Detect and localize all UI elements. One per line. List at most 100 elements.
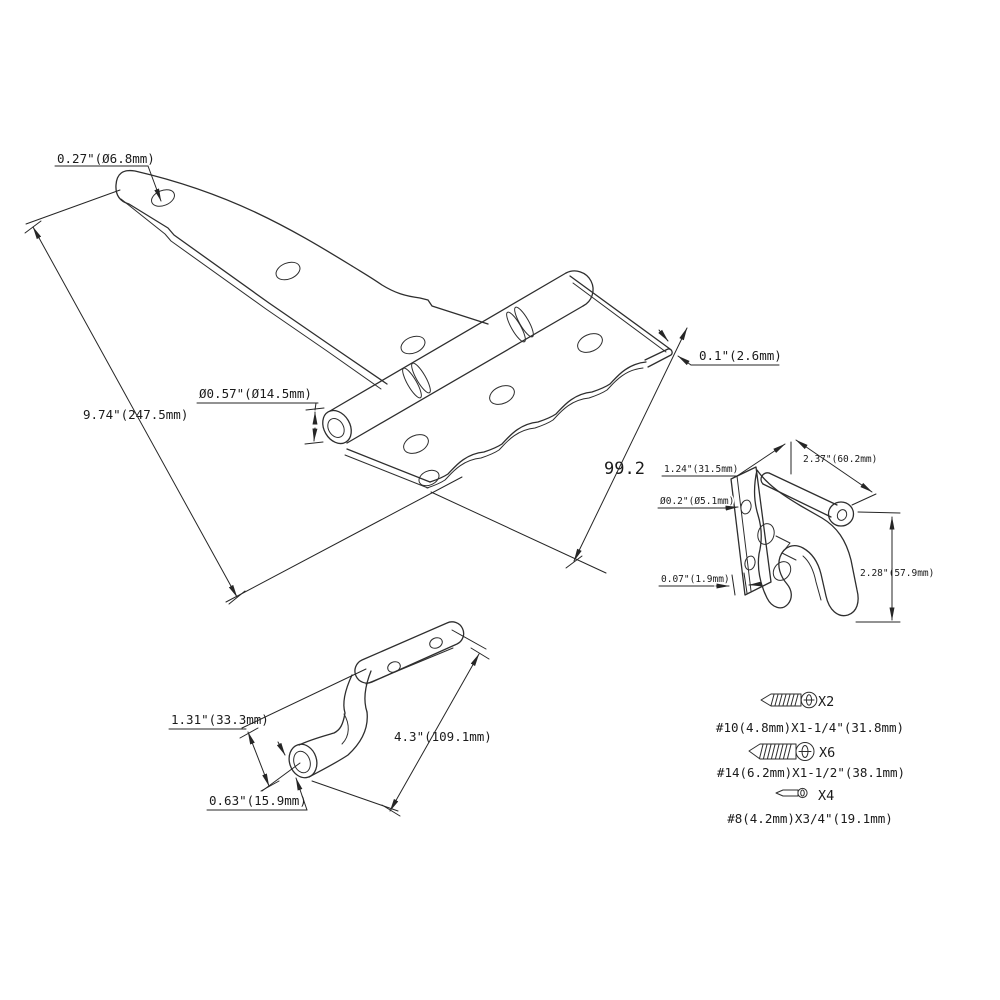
dim-ext-hinge-length-top [25, 189, 121, 225]
screw-set: X2 #10(4.8mm)X1-1/4"(31.8mm) X6 #14(6.2m… [714, 691, 907, 828]
scalloped-plate [344, 275, 673, 489]
handle-bar-hole-right [429, 637, 443, 649]
plate-holes [403, 333, 603, 487]
latch-plate-hole-top [740, 499, 752, 515]
dim-line-latch-arm [795, 439, 873, 493]
handle-rod [288, 670, 372, 779]
screw-large-head [800, 691, 818, 709]
dim-leader-tube-diameter [295, 777, 308, 811]
latch-plate-outline [730, 466, 772, 596]
screw-small-shaft [775, 789, 799, 797]
latch-body [753, 469, 859, 617]
tube-end-outer [288, 743, 318, 779]
plate-hole-4 [418, 469, 440, 487]
latch-hook-inner-line [802, 555, 822, 601]
barrel-near-cap [322, 409, 352, 445]
dim-arrow-thickness-lower [677, 355, 692, 366]
dim-tick-plate-width [565, 555, 583, 569]
strap-hole-inner [400, 335, 426, 355]
dim-leader-hinge-hole [147, 165, 162, 202]
plate-left-sliver [346, 448, 431, 483]
screw-small-icon [775, 787, 808, 799]
latch-dimensions: 1.24"(31.5mm) 2.37"(60.2mm) Ø0.2"(Ø5.1mm… [657, 439, 936, 623]
latch-plate-hole-bottom [744, 555, 756, 571]
latch-body-outline [753, 469, 859, 617]
dim-line-plate-width [573, 327, 688, 562]
barrel-top-edge [329, 272, 567, 412]
knuckle-seam-1a [402, 367, 422, 399]
dim-ext-latch-arm-pivot [851, 493, 877, 506]
plate-hole-2 [489, 385, 515, 405]
strap-hole-mid [275, 261, 301, 281]
dim-line-handle-offset [247, 731, 270, 787]
dim-label-plate-width: 99.2 [604, 459, 645, 479]
dim-leader-latch-hole [725, 505, 739, 511]
dim-label-hinge-length: 9.74"(247.5mm) [83, 407, 188, 422]
screw-large-icon [760, 691, 818, 709]
dim-line-handle-length [389, 653, 480, 812]
plate-top-edge-inner [572, 282, 667, 353]
dim-label-latch-height: 2.28"(57.9mm) [860, 568, 934, 579]
handle-dimensions: 1.31"(33.3mm) 4.3"(109.1mm) 0.63"(15.9mm… [168, 629, 494, 817]
elbow-inner-edge [308, 711, 368, 778]
dim-label-barrel-diameter: Ø0.57"(Ø14.5mm) [199, 386, 312, 401]
dim-label-handle-length: 4.3"(109.1mm) [394, 729, 492, 744]
screw-small-qty: X4 [818, 788, 834, 804]
elbow-bend-line [341, 713, 349, 745]
latch-pivot-hole [836, 509, 848, 521]
screw-large-threads [770, 694, 799, 706]
knuckle-seam-2b [514, 306, 534, 338]
dim-arrow-thickness-upper [658, 329, 669, 342]
screw-large-qty: X2 [818, 694, 834, 710]
latch-plate-inner-edge [736, 475, 752, 592]
dim-line-hinge-length [32, 226, 238, 598]
dim-ext-handle-offset-top [241, 668, 367, 729]
latch-drawing: 1.24"(31.5mm) 2.37"(60.2mm) Ø0.2"(Ø5.1mm… [657, 439, 936, 623]
screw-medium-head [795, 742, 815, 761]
dim-tick-barrel-bottom [304, 441, 324, 445]
dim-tick-latch-thickness-b [743, 572, 748, 594]
screw-small-spec: #8(4.2mm)X3/4"(19.1mm) [727, 811, 893, 826]
dim-tick-hinge-length-bottom [228, 590, 246, 605]
dim-label-hinge-hole: 0.27"(Ø6.8mm) [57, 151, 155, 166]
dim-arrow-latch-thickness-right [748, 581, 762, 587]
rod-left-edge [343, 674, 353, 714]
latch-arm-bottom-edge [762, 483, 832, 518]
plate-top-edge [569, 275, 671, 350]
knuckle-seam-1b [411, 362, 431, 394]
dim-tick-handle-offset-top [239, 727, 259, 739]
strap-hole-tail [151, 189, 175, 207]
dim-tick-barrel-top [305, 407, 325, 411]
dim-label-latch-thickness: 0.07"(1.9mm) [661, 574, 730, 585]
dim-label-latch-width: 1.24"(31.5mm) [664, 464, 738, 475]
elbow-outer-edge [298, 712, 346, 746]
plate-tip-sliver [644, 348, 673, 368]
dim-ext-handle-length-top [451, 629, 487, 650]
barrel-pin-bore [327, 418, 345, 438]
dim-label-latch-arm-length: 2.37"(60.2mm) [803, 454, 877, 465]
dim-ext-plate-width [430, 491, 607, 574]
screw-medium-qty: X6 [819, 745, 835, 761]
screw-medium-icon [748, 742, 815, 761]
screw-medium-spec: #14(6.2mm)X1-1/2"(38.1mm) [717, 765, 905, 780]
handle-bar-hole-left [387, 661, 401, 673]
strap-holes [151, 189, 426, 355]
barrel-far-cap [565, 270, 594, 307]
dim-tick-handle-length-top [470, 647, 490, 660]
dim-arrow-barrel-bottom [312, 427, 318, 442]
screw-large-spec: #10(4.8mm)X1-1/4"(31.8mm) [716, 720, 904, 735]
dim-label-leaf-thickness: 0.1"(2.6mm) [699, 348, 782, 363]
t-hinge-dimensions: 0.27"(Ø6.8mm) 9.74"(247.5mm) Ø0.57"(Ø14.… [24, 149, 784, 605]
dim-ext-hinge-length-bottom [225, 476, 463, 603]
barrel-bottom-edge [346, 305, 584, 444]
t-hinge-drawing: 0.27"(Ø6.8mm) 9.74"(247.5mm) Ø0.57"(Ø14.… [24, 149, 784, 605]
dim-label-latch-hole: Ø0.2"(Ø5.1mm) [660, 496, 734, 507]
dim-tick-handle-length-bottom [381, 804, 401, 817]
latch-arm [760, 472, 855, 527]
dim-leader-latch-width [736, 443, 786, 477]
latch-arm-top-edge [768, 472, 838, 506]
handle-bar-outline [354, 621, 465, 684]
dim-arrow-tube-diameter-upper [276, 741, 286, 756]
